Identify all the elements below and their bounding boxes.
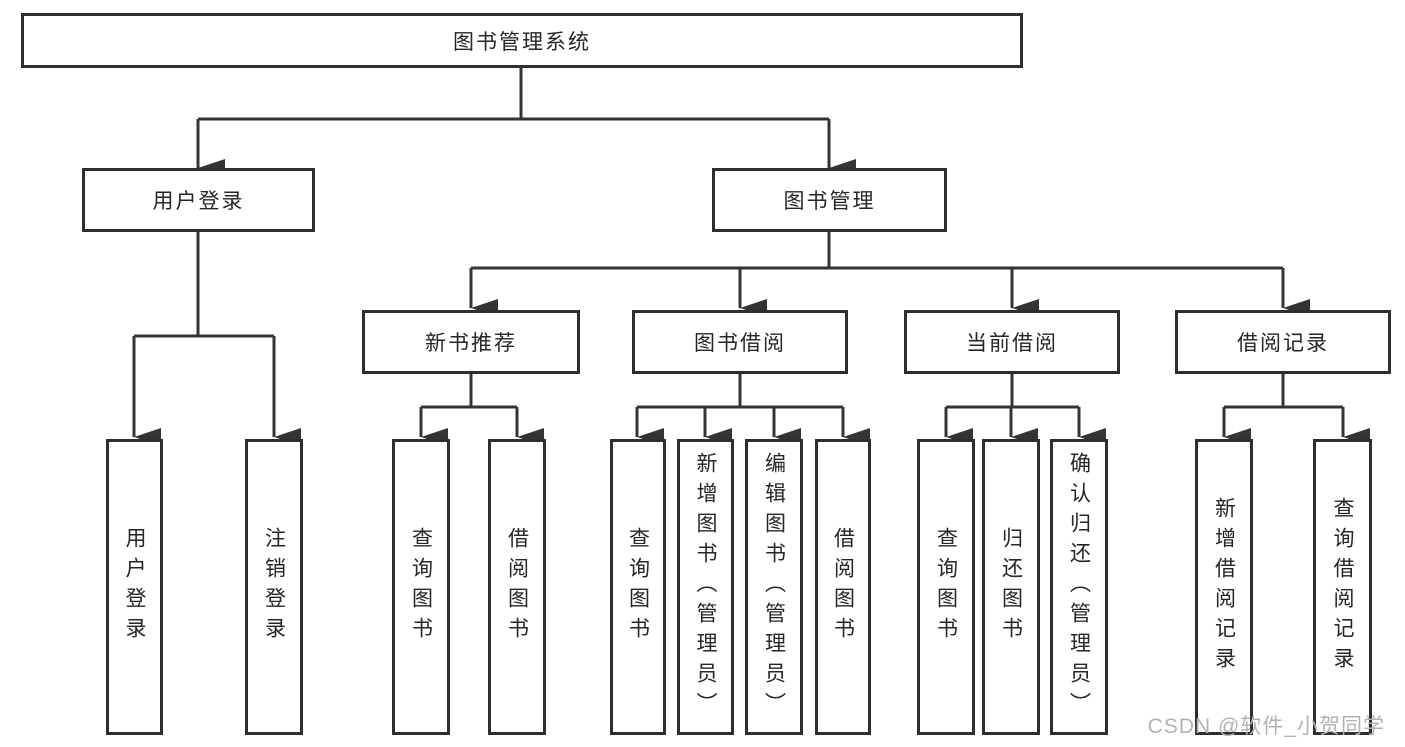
leaf-nbr-borrow-books: 借阅图书: [488, 439, 546, 735]
node-root: 图书管理系统: [21, 13, 1023, 68]
leaf-bb-edit-books: 编辑图书（管理员）: [745, 439, 803, 735]
leaf-bb-query-books: 查询图书: [610, 439, 666, 735]
node-user-login: 用户登录: [82, 168, 315, 232]
leaf-br-query-record: 查询借阅记录: [1313, 439, 1372, 735]
leaf-cb-confirm-return: 确认归还（管理员）: [1050, 439, 1108, 735]
node-borrowing-records: 借阅记录: [1175, 310, 1391, 374]
node-current-borrowing: 当前借阅: [904, 310, 1120, 374]
leaf-bb-add-books: 新增图书（管理员）: [677, 439, 734, 735]
leaf-user-login: 用户登录: [106, 439, 163, 735]
leaf-logout: 注销登录: [245, 439, 303, 735]
leaf-nbr-query-books: 查询图书: [392, 439, 450, 735]
leaf-bb-borrow-books: 借阅图书: [815, 439, 871, 735]
leaf-cb-query-books: 查询图书: [917, 439, 975, 735]
leaf-cb-return-books: 归还图书: [982, 439, 1040, 735]
leaf-br-add-record: 新增借阅记录: [1195, 439, 1253, 735]
csdn-watermark: CSDN @软件_小贺同学: [1147, 715, 1385, 738]
node-new-book-rec: 新书推荐: [362, 310, 580, 374]
node-book-mgmt: 图书管理: [712, 168, 947, 232]
node-book-borrowing: 图书借阅: [632, 310, 848, 374]
